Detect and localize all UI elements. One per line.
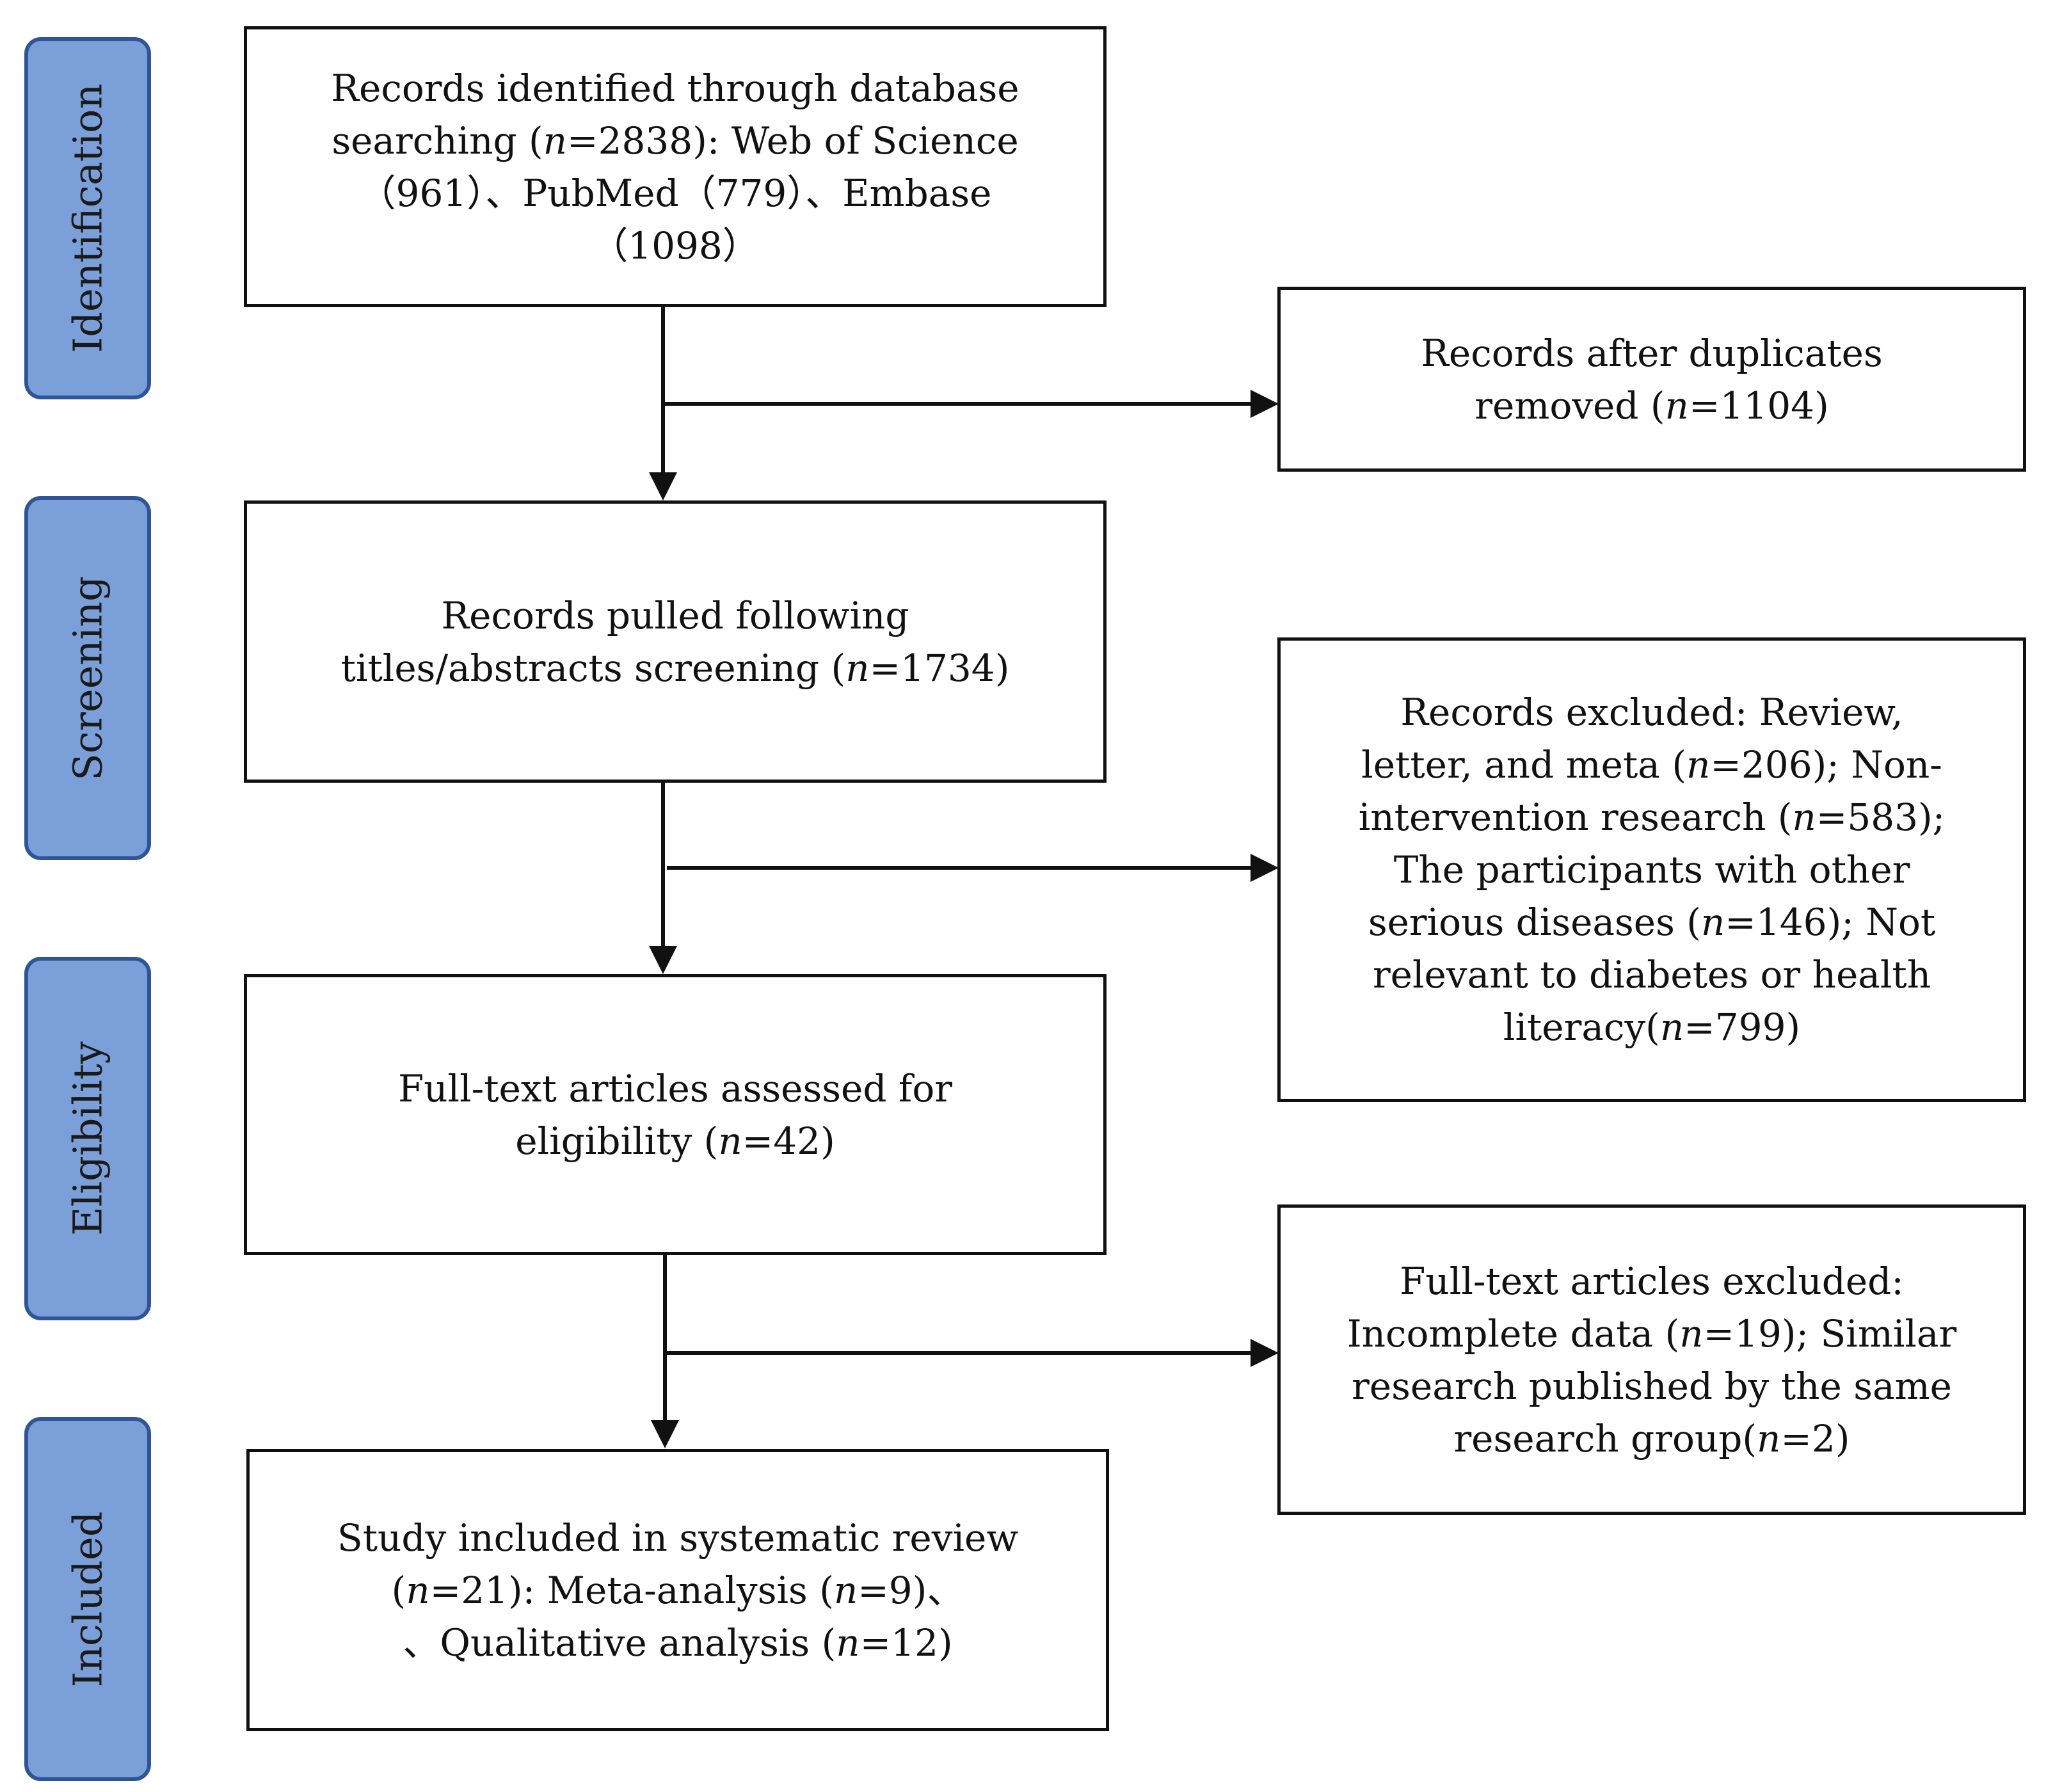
box-records-identified: Records identified through database sear… bbox=[244, 26, 1107, 307]
text-line: Records after duplicates bbox=[1421, 331, 1883, 375]
text-line: serious diseases (n=146); Not bbox=[1359, 896, 1945, 948]
text-fragment: research group( bbox=[1453, 1416, 1757, 1460]
connector-to-duplicates bbox=[663, 402, 1252, 406]
n-symbol: n bbox=[845, 646, 870, 690]
text-fragment: =206); Non- bbox=[1710, 743, 1942, 787]
text-fragment: eligibility ( bbox=[515, 1119, 719, 1163]
arrowhead-to-duplicates bbox=[1251, 390, 1279, 418]
n-symbol: n bbox=[1679, 1311, 1704, 1356]
text-fragment: letter, and meta ( bbox=[1361, 743, 1686, 787]
connector-screened-down bbox=[661, 783, 665, 947]
box-fulltext-excluded-text: Full-text articles excluded: Incomplete … bbox=[1347, 1255, 1956, 1465]
box-records-excluded: Records excluded: Review, letter, and me… bbox=[1277, 637, 2026, 1102]
text-fragment: ( bbox=[391, 1568, 406, 1612]
text-line: research group(n=2) bbox=[1347, 1412, 1956, 1465]
text-line: Full-text articles excluded: bbox=[1400, 1259, 1904, 1303]
arrowhead-to-screened bbox=[649, 472, 677, 500]
text-line: The participants with other bbox=[1393, 848, 1910, 892]
n-symbol: n bbox=[833, 1568, 858, 1612]
text-line: Study included in systematic review bbox=[337, 1516, 1018, 1560]
text-line: research published by the same bbox=[1352, 1364, 1952, 1408]
text-fragment: literacy( bbox=[1503, 1005, 1660, 1049]
text-line: eligibility (n=42) bbox=[398, 1115, 952, 1167]
connector-identified-down bbox=[661, 307, 665, 474]
box-duplicates-removed: Records after duplicates removed (n=1104… bbox=[1277, 287, 2026, 472]
text-fragment: =9)、 bbox=[858, 1568, 964, 1612]
text-fragment: =12) bbox=[859, 1620, 953, 1665]
text-line: titles/abstracts screening (n=1734) bbox=[341, 642, 1010, 694]
text-line: relevant to diabetes or health bbox=[1372, 953, 1931, 996]
text-fragment: =42) bbox=[742, 1119, 835, 1163]
text-fragment: =583); bbox=[1816, 796, 1946, 839]
stage-identification-label: Identification bbox=[64, 83, 111, 353]
stage-screening-label: Screening bbox=[64, 575, 111, 781]
stage-included: Included bbox=[24, 1417, 151, 1781]
text-line: literacy(n=799) bbox=[1359, 1001, 1945, 1053]
text-line: removed (n=1104) bbox=[1421, 380, 1882, 432]
text-line: searching (n=2838): Web of Science bbox=[331, 115, 1019, 167]
arrowhead-to-included bbox=[651, 1420, 679, 1448]
box-records-excluded-text: Records excluded: Review, letter, and me… bbox=[1359, 686, 1945, 1053]
text-fragment: =799) bbox=[1684, 1005, 1801, 1049]
text-line: Records pulled following bbox=[441, 593, 909, 637]
text-line: （1098） bbox=[591, 223, 760, 268]
box-fulltext-assessed: Full-text articles assessed for eligibil… bbox=[244, 974, 1107, 1255]
connector-fulltext-down bbox=[663, 1255, 667, 1421]
n-symbol: n bbox=[718, 1119, 742, 1163]
text-fragment: 、Qualitative analysis ( bbox=[403, 1620, 836, 1665]
box-fulltext-excluded: Full-text articles excluded: Incomplete … bbox=[1277, 1204, 2026, 1515]
stage-screening: Screening bbox=[24, 496, 151, 860]
arrowhead-to-records-excluded bbox=[1251, 854, 1279, 882]
text-fragment: =1734) bbox=[869, 646, 1010, 690]
text-fragment: titles/abstracts screening ( bbox=[340, 646, 846, 690]
n-symbol: n bbox=[1665, 383, 1689, 428]
n-symbol: n bbox=[1686, 743, 1711, 787]
box-records-screened: Records pulled following titles/abstract… bbox=[244, 500, 1107, 783]
text-fragment: Incomplete data ( bbox=[1347, 1311, 1680, 1356]
arrowhead-to-fulltext-excluded bbox=[1251, 1339, 1279, 1367]
text-line: Records identified through database bbox=[331, 66, 1019, 110]
text-fragment: =2) bbox=[1780, 1416, 1850, 1460]
n-symbol: n bbox=[836, 1620, 860, 1665]
n-symbol: n bbox=[1659, 1005, 1684, 1049]
text-fragment: removed ( bbox=[1475, 383, 1665, 428]
text-line: （961）、PubMed（779）、Embase bbox=[358, 171, 992, 215]
text-line: Full-text articles assessed for bbox=[397, 1066, 953, 1110]
text-line: intervention research (n=583); bbox=[1359, 791, 1945, 844]
text-fragment: intervention research ( bbox=[1358, 796, 1793, 839]
text-line: Incomplete data (n=19); Similar bbox=[1347, 1308, 1956, 1360]
text-fragment: =2838): Web of Science bbox=[567, 118, 1019, 163]
text-fragment: =21): Meta-analysis ( bbox=[429, 1568, 834, 1612]
n-symbol: n bbox=[1757, 1416, 1781, 1460]
text-line: letter, and meta (n=206); Non- bbox=[1359, 739, 1945, 791]
n-symbol: n bbox=[1792, 796, 1816, 839]
connector-to-records-excluded bbox=[667, 866, 1251, 870]
n-symbol: n bbox=[543, 118, 567, 163]
text-fragment: =19); Similar bbox=[1703, 1311, 1957, 1356]
box-study-included: Study included in systematic review (n=2… bbox=[246, 1449, 1109, 1731]
text-line: 、Qualitative analysis (n=12) bbox=[337, 1617, 1018, 1669]
box-fulltext-assessed-text: Full-text articles assessed for eligibil… bbox=[398, 1062, 952, 1167]
text-fragment: searching ( bbox=[332, 118, 543, 163]
text-fragment: serious diseases ( bbox=[1368, 900, 1701, 944]
box-records-identified-text: Records identified through database sear… bbox=[331, 62, 1019, 272]
arrowhead-to-fulltext bbox=[649, 946, 677, 974]
n-symbol: n bbox=[406, 1568, 430, 1612]
text-fragment: =146); Not bbox=[1725, 900, 1936, 944]
stage-included-label: Included bbox=[64, 1511, 111, 1687]
box-records-screened-text: Records pulled following titles/abstract… bbox=[341, 589, 1010, 694]
text-fragment: =1104) bbox=[1688, 383, 1829, 428]
text-line: Records excluded: Review, bbox=[1400, 691, 1903, 734]
stage-eligibility: Eligibility bbox=[24, 957, 151, 1320]
connector-to-fulltext-excluded bbox=[667, 1351, 1251, 1355]
box-duplicates-removed-text: Records after duplicates removed (n=1104… bbox=[1421, 327, 1882, 432]
n-symbol: n bbox=[1700, 900, 1725, 944]
text-line: (n=21): Meta-analysis (n=9)、 bbox=[337, 1564, 1018, 1617]
box-study-included-text: Study included in systematic review (n=2… bbox=[337, 1512, 1018, 1669]
stage-identification: Identification bbox=[24, 37, 151, 399]
stage-eligibility-label: Eligibility bbox=[64, 1041, 111, 1236]
